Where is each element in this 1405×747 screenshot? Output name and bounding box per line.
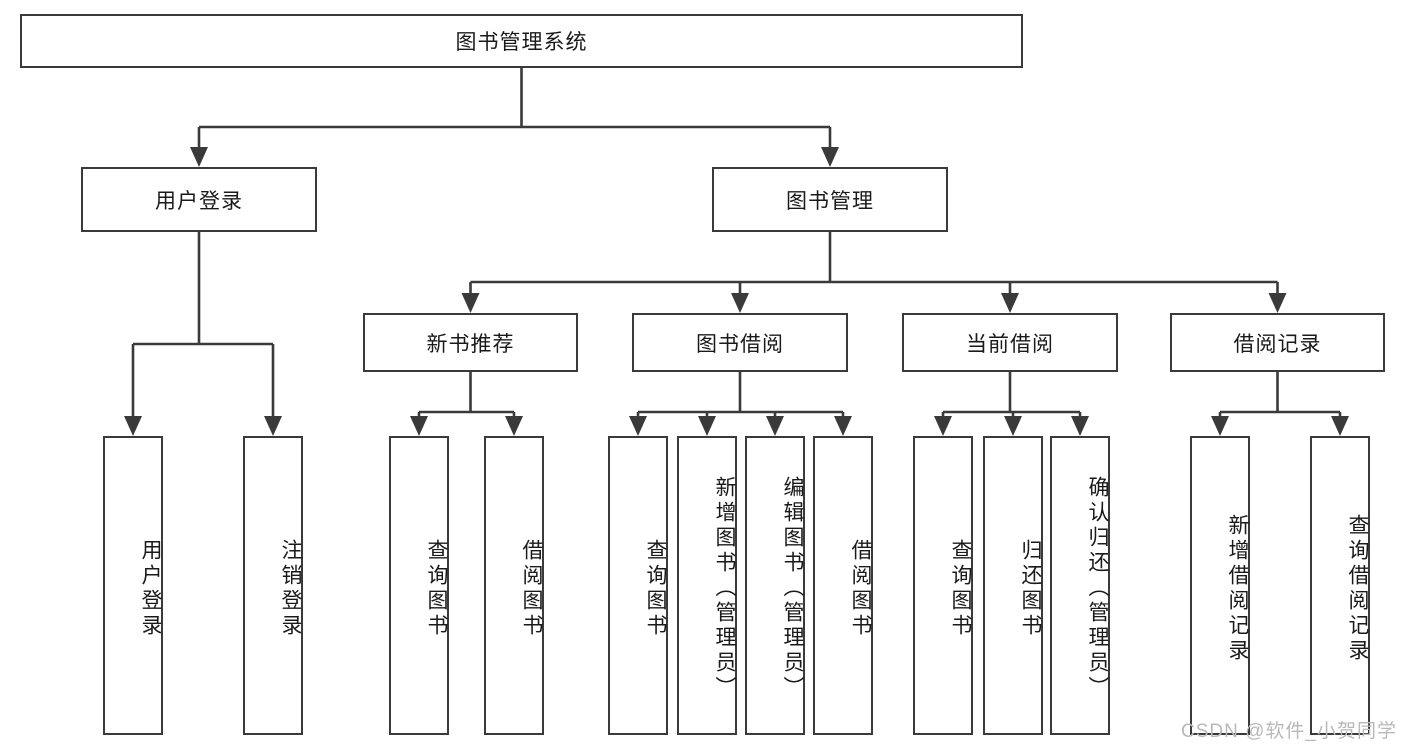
- node-label: 新书推荐: [426, 332, 515, 356]
- node-label: 新增图书（管理员）: [713, 476, 736, 701]
- edge-group-book-borrow: [636, 372, 845, 425]
- node-leaf-return-book[interactable]: 归还图书: [983, 436, 1043, 735]
- arrowhead-leaf-confirm-return-admin: [1071, 416, 1089, 436]
- node-label: 图书管理系统: [455, 31, 588, 54]
- node-leaf-user-login[interactable]: 用户登录: [103, 436, 163, 735]
- node-book-borrow[interactable]: 图书借阅: [632, 313, 848, 372]
- arrowhead-borrow-record: [1268, 293, 1287, 313]
- arrowhead-leaf-add-book-admin: [698, 416, 716, 436]
- node-leaf-add-borrow-record[interactable]: 新增借阅记录: [1190, 436, 1250, 735]
- node-label: 新增借阅记录: [1226, 513, 1249, 664]
- arrowhead-book-borrow: [731, 293, 749, 313]
- node-label: 借阅图书: [849, 538, 872, 639]
- node-leaf-confirm-return-admin[interactable]: 确认归还（管理员）: [1050, 436, 1110, 735]
- node-label: 图书管理: [786, 189, 874, 213]
- node-leaf-query-borrow-record[interactable]: 查询借阅记录: [1310, 436, 1370, 735]
- node-label: 借阅记录: [1233, 332, 1322, 356]
- node-label: 图书借阅: [696, 332, 784, 356]
- arrowhead-user-login: [190, 147, 208, 167]
- node-leaf-borrow-book[interactable]: 借阅图书: [813, 436, 873, 735]
- node-label: 查询借阅记录: [1346, 513, 1369, 664]
- arrowhead-leaf-user-logout: [264, 416, 282, 436]
- node-label: 编辑图书（管理员）: [781, 476, 804, 701]
- arrowhead-leaf-query-book-borrow: [629, 416, 647, 436]
- node-label: 确认归还（管理员）: [1086, 476, 1109, 701]
- node-label: 借阅图书: [520, 538, 543, 639]
- edge-group-new-book-recommend: [417, 372, 516, 425]
- node-book-manage[interactable]: 图书管理: [712, 167, 948, 232]
- arrowhead-leaf-edit-book-admin: [766, 416, 784, 436]
- node-leaf-query-book-cur[interactable]: 查询图书: [913, 436, 973, 735]
- arrowhead-leaf-query-book-rec: [410, 416, 428, 436]
- node-label: 查询图书: [949, 538, 972, 639]
- node-leaf-query-book-borrow[interactable]: 查询图书: [608, 436, 668, 735]
- watermark: CSDN @软件_小贺同学: [1181, 721, 1397, 742]
- arrowhead-leaf-borrow-book: [834, 416, 852, 436]
- node-borrow-record[interactable]: 借阅记录: [1170, 313, 1385, 372]
- node-label: 用户登录: [139, 538, 162, 639]
- node-current-borrow[interactable]: 当前借阅: [902, 313, 1118, 372]
- node-leaf-user-logout[interactable]: 注销登录: [243, 436, 303, 735]
- node-leaf-edit-book-admin[interactable]: 编辑图书（管理员）: [745, 436, 805, 735]
- arrowhead-new-book-recommend: [461, 293, 480, 313]
- node-leaf-add-book-admin[interactable]: 新增图书（管理员）: [677, 436, 737, 735]
- node-label: 归还图书: [1019, 538, 1042, 639]
- edge-group-book-manage: [469, 232, 1279, 302]
- node-user-login[interactable]: 用户登录: [81, 167, 317, 232]
- node-label: 查询图书: [644, 538, 667, 639]
- arrowhead-leaf-borrow-book-rec: [505, 416, 523, 436]
- arrowhead-book-manage: [821, 147, 839, 167]
- arrowhead-current-borrow: [1001, 293, 1019, 313]
- edge-group-root: [197, 68, 832, 156]
- arrowhead-leaf-query-borrow-record: [1331, 416, 1349, 436]
- arrowhead-leaf-query-book-cur: [934, 416, 952, 436]
- node-root[interactable]: 图书管理系统: [20, 14, 1023, 68]
- node-leaf-borrow-book-rec[interactable]: 借阅图书: [484, 436, 544, 735]
- arrowhead-leaf-add-borrow-record: [1211, 416, 1229, 436]
- node-leaf-query-book-rec[interactable]: 查询图书: [389, 436, 449, 735]
- node-label: 当前借阅: [966, 332, 1054, 356]
- edge-group-borrow-record: [1218, 372, 1342, 425]
- node-label: 用户登录: [155, 189, 243, 213]
- edge-group-user-login: [131, 232, 275, 425]
- node-new-book-recommend[interactable]: 新书推荐: [363, 313, 578, 372]
- edge-group-current-borrow: [941, 372, 1082, 425]
- arrowhead-leaf-user-login: [124, 416, 142, 436]
- node-label: 注销登录: [279, 538, 302, 639]
- node-label: 查询图书: [425, 538, 448, 639]
- arrowhead-leaf-return-book: [1004, 416, 1022, 436]
